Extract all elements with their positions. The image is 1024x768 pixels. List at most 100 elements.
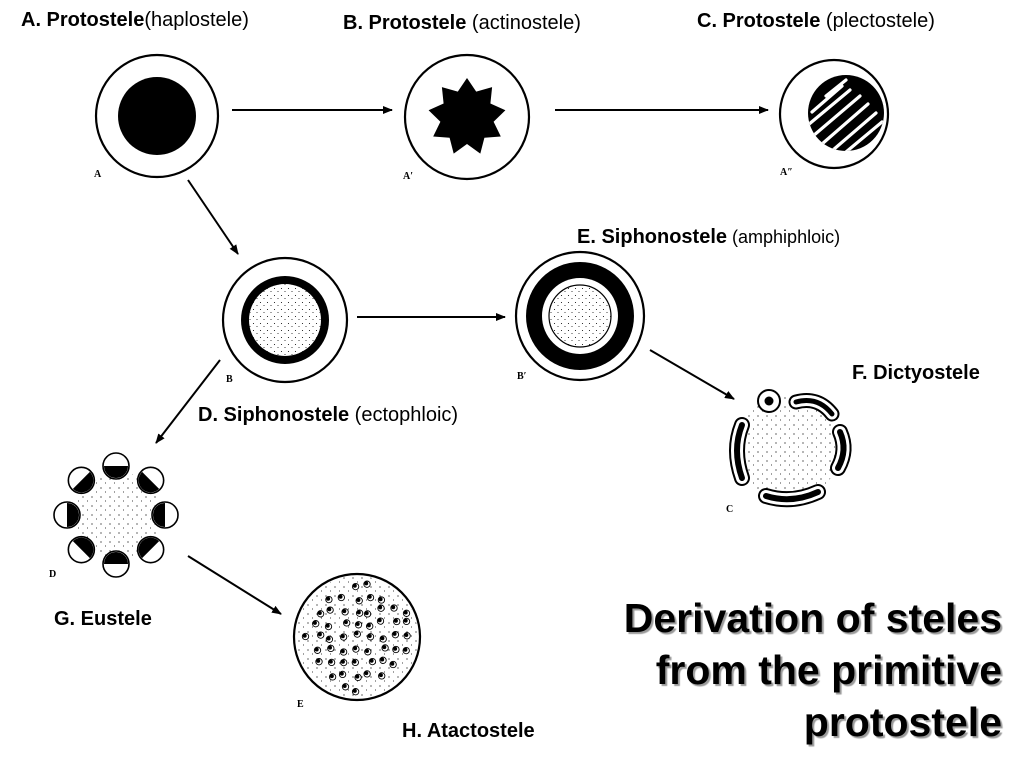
atactostele-bundle <box>339 633 348 641</box>
title-line-1: Derivation of steles <box>623 595 1002 641</box>
label-b-actinostele: B. Protostele (actinostele) <box>343 12 581 34</box>
ectophloic-siphonostele-drawing <box>221 256 349 384</box>
label-f-bold: F. Dictyostele <box>852 362 980 384</box>
atactostele-bundle <box>366 622 374 630</box>
atactostele-bundle <box>366 633 375 641</box>
figure-letter-a-prime: A′ <box>403 171 414 182</box>
atactostele-bundle <box>324 622 333 631</box>
atactostele-bundle <box>389 660 397 669</box>
atactostele-bundle <box>381 644 389 652</box>
atactostele-bundle <box>301 632 310 641</box>
figure-letter-c: C <box>726 504 734 515</box>
eustele-bundle <box>67 466 96 495</box>
atactostele-bundle <box>363 670 371 678</box>
atactostele-bundle <box>338 670 347 679</box>
atactostele-bundle <box>402 646 410 655</box>
atactostele-bundle <box>363 610 372 618</box>
atactostele-bundle <box>327 658 336 667</box>
label-e-amphiphloic: E. Siphonostele (amphiphloic) <box>577 226 840 248</box>
label-a-bold: A. Protostele <box>21 9 145 31</box>
eustele-bundle <box>136 535 165 564</box>
atactostele-bundle <box>363 580 371 588</box>
atactostele-bundle <box>393 617 401 626</box>
eustele-bundle <box>67 535 96 564</box>
amphiphloic-siphonostele-drawing <box>514 250 646 382</box>
label-a-normal: (haplostele) <box>144 9 249 31</box>
label-d-ectophloic: D. Siphonostele (ectophloic) <box>198 404 458 426</box>
atactostele-bundle <box>377 604 385 612</box>
eustele-bundle <box>102 550 130 578</box>
atactostele-bundle <box>392 645 400 654</box>
atactostele-bundle <box>402 617 411 626</box>
actinostele-drawing <box>403 53 531 181</box>
atactostele-bundle <box>390 604 398 612</box>
arrow-g-to-h <box>187 555 282 615</box>
eustele-bundle <box>151 501 179 529</box>
label-e-bold: E. Siphonostele <box>577 226 728 248</box>
atactostele-bundle <box>379 656 387 664</box>
label-e-normal: (amphiphloic) <box>727 227 841 247</box>
label-c-plectostele: C. Protostele (plectostele) <box>697 10 935 32</box>
label-h-bold: H. Atactostele <box>402 720 535 742</box>
atactostele-bundle <box>379 635 387 643</box>
title-line-2: from the primitive <box>655 647 1002 693</box>
label-b-normal: (actinostele) <box>466 12 581 34</box>
haplostele-drawing <box>94 53 220 179</box>
arrow-d-to-g <box>155 359 221 444</box>
atactostele-bundle <box>364 648 372 656</box>
label-f-dictyostele: F. Dictyostele <box>852 362 980 384</box>
atactostele-bundle <box>341 683 350 691</box>
atactostele-bundle <box>355 597 363 605</box>
label-b-bold: B. Protostele <box>343 12 467 34</box>
atactostele-bundle <box>326 606 334 614</box>
label-g-bold: G. Eustele <box>54 608 152 630</box>
atactostele-bundle <box>312 620 320 628</box>
figure-letter-d: D <box>49 569 57 580</box>
atactostele-bundle <box>337 593 345 602</box>
atactostele-bundle <box>325 595 333 604</box>
atactostele-scattered-bundles <box>301 580 411 696</box>
eustele-bundle <box>102 452 130 480</box>
dictyostele-drawing <box>729 389 852 508</box>
atactostele-bundle <box>351 688 360 696</box>
atactostele-bundle <box>378 672 386 680</box>
figure-letter-e: E <box>297 699 304 710</box>
eustele-bundle <box>136 466 165 495</box>
label-a-haplostele: A. Protostele(haplostele) <box>21 9 249 31</box>
atactostele-bundle <box>354 621 363 629</box>
atactostele-bundle <box>376 617 385 625</box>
atactostele-bundle <box>313 646 322 654</box>
atactostele-bundle <box>368 657 377 666</box>
atactostele-bundle <box>403 632 411 640</box>
atactostele-bundle <box>391 631 400 639</box>
figure-letter-b-prime: B′ <box>517 371 527 382</box>
atactostele-bundle <box>377 596 386 604</box>
atactostele-drawing <box>292 572 422 702</box>
label-c-bold: C. Protostele <box>697 10 821 32</box>
atactostele-bundle <box>339 648 348 656</box>
plectostele-drawing <box>778 58 890 170</box>
figure-letter-b: B <box>226 374 233 385</box>
atactostele-bundle <box>353 630 361 638</box>
title-line-3: protostele <box>803 699 1002 745</box>
derivation-arrows <box>155 106 769 615</box>
atactostele-bundle <box>327 644 335 653</box>
atactostele-bundle <box>352 645 360 653</box>
atactostele-bundle <box>366 593 375 602</box>
atactostele-bundle <box>343 619 351 627</box>
atactostele-bundle <box>317 631 325 639</box>
slide-title: Derivation of steles from the primitive … <box>624 592 1002 748</box>
label-d-normal: (ectophloic) <box>349 404 459 426</box>
atactostele-bundle <box>315 658 323 666</box>
eustele-vascular-bundles <box>53 452 179 578</box>
eustele-bundle <box>53 501 81 529</box>
label-d-bold: D. Siphonostele <box>198 404 350 426</box>
label-c-normal: (plectostele) <box>820 10 935 32</box>
figure-letter-a: A <box>94 169 102 180</box>
figure-letter-a-double-prime: A″ <box>780 167 793 178</box>
atactostele-bundle <box>316 610 325 618</box>
atactostele-bundle <box>341 608 349 616</box>
atactostele-bundle <box>402 609 411 617</box>
arrow-e-to-f <box>649 349 735 400</box>
